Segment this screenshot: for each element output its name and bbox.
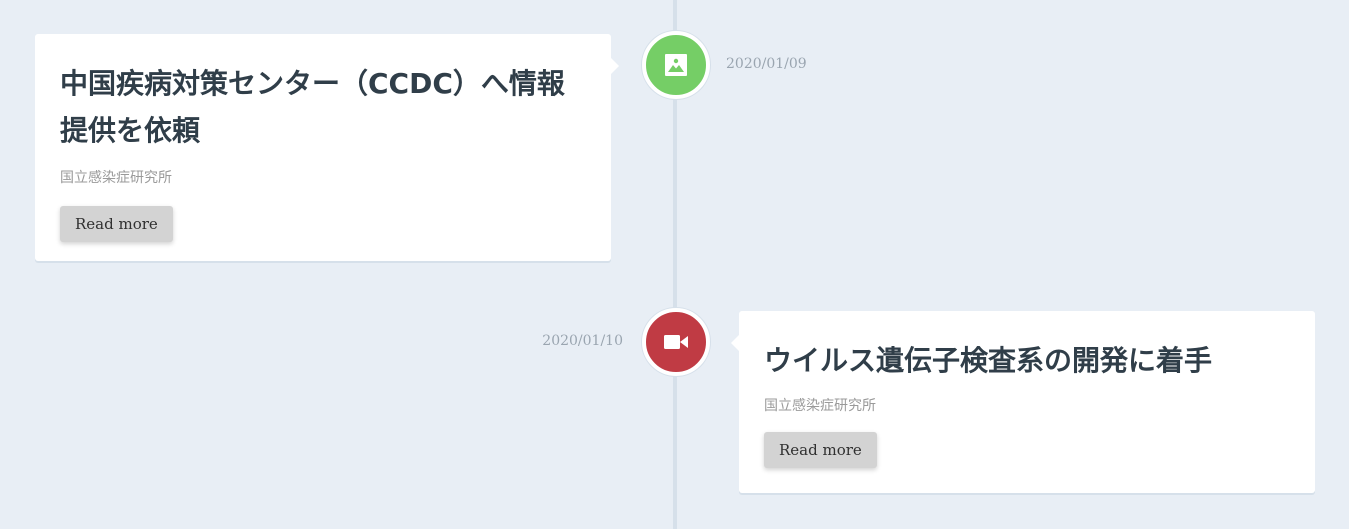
timeline-marker — [642, 308, 710, 376]
card-source: 国立感染症研究所 — [60, 170, 172, 186]
read-more-button[interactable]: Read more — [60, 206, 173, 242]
read-more-button[interactable]: Read more — [764, 432, 877, 468]
card-title: 中国疾病対策センター（CCDC）へ情報提供を依頼 — [60, 67, 565, 147]
picture-icon — [646, 35, 706, 95]
movie-icon — [646, 312, 706, 372]
timeline-card: ウイルス遺伝子検査系の開発に着手 国立感染症研究所 Read more — [731, 311, 1315, 493]
timeline-marker — [642, 31, 710, 99]
timeline-date: 2020/01/10 — [542, 333, 623, 349]
timeline-card: 中国疾病対策センター（CCDC）へ情報提供を依頼 国立感染症研究所 Read m… — [35, 34, 619, 261]
timeline-line — [673, 0, 677, 529]
card-source: 国立感染症研究所 — [764, 398, 876, 414]
timeline-date: 2020/01/09 — [726, 56, 807, 72]
card-title: ウイルス遺伝子検査系の開発に着手 — [764, 344, 1213, 377]
